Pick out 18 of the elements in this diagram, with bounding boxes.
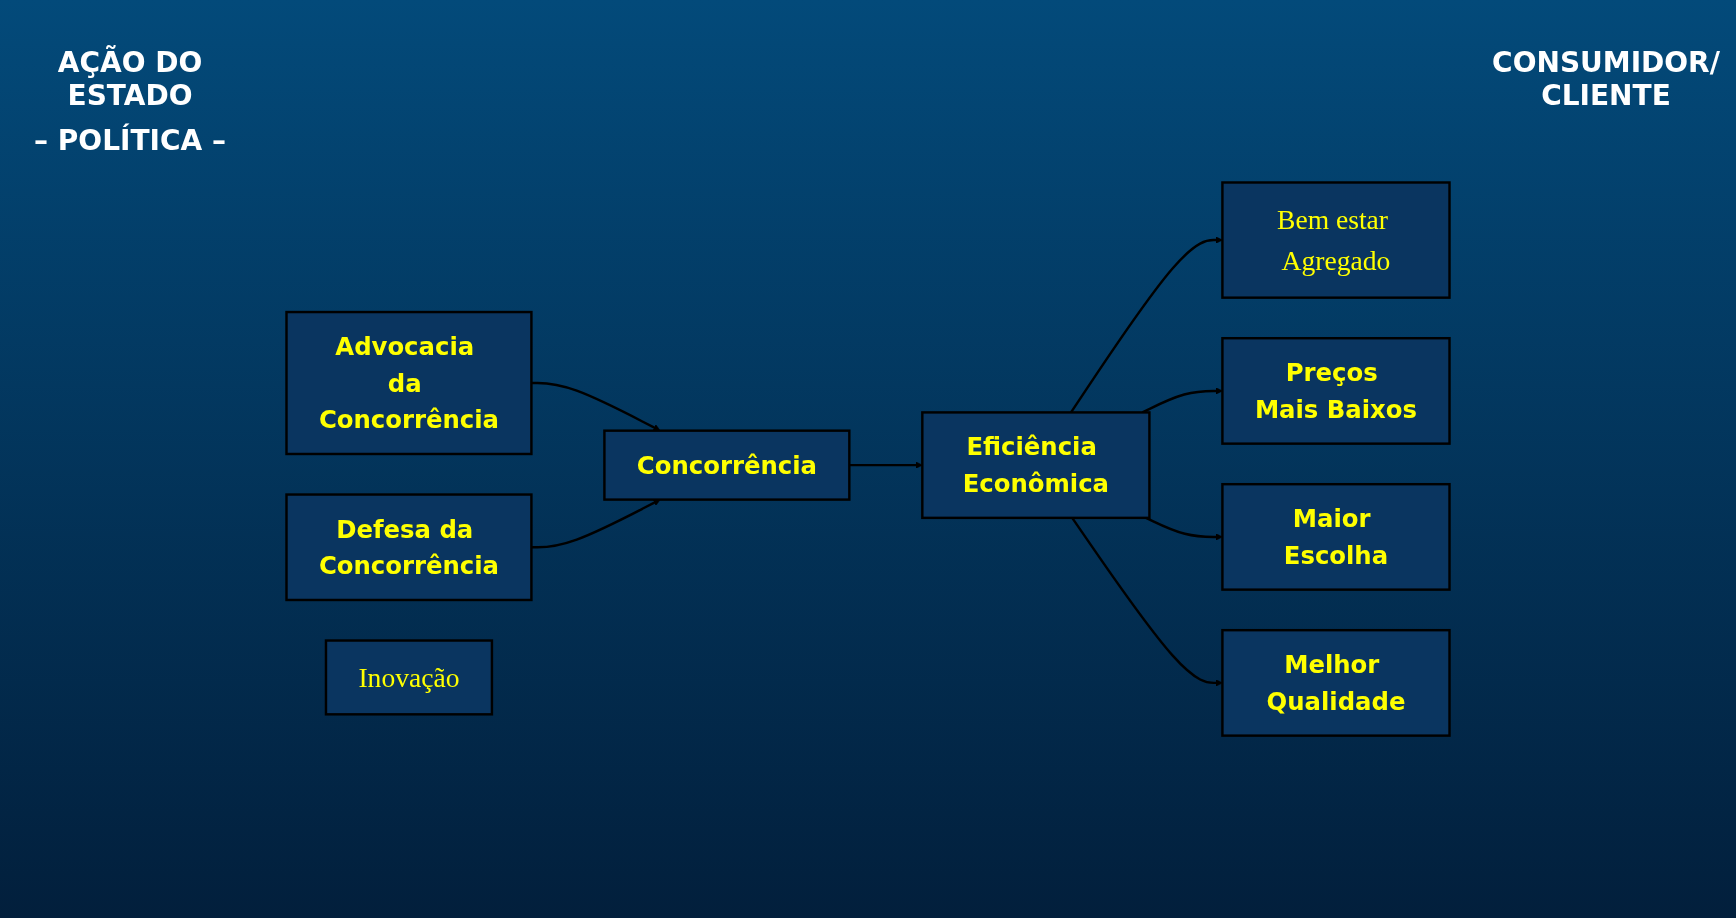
node-box: Preços Mais Baixos	[1221, 336, 1451, 445]
arrow	[1071, 517, 1223, 687]
node-box: Defesa da Concorrência	[285, 493, 533, 602]
heading-text: CONSUMIDOR/ CLIENTE	[1491, 46, 1721, 112]
node-box: Eficiência Econômica	[921, 411, 1151, 519]
node-box: Bem estar Agregado	[1221, 181, 1451, 299]
node-box: Melhor Qualidade	[1221, 628, 1451, 737]
node-box: Maior Escolha	[1221, 482, 1451, 591]
arrow	[531, 381, 661, 431]
arrow	[849, 461, 923, 469]
node-box: Concorrência	[603, 429, 851, 501]
node-box: Inovação	[324, 639, 494, 716]
heading-text: AÇÃO DO ESTADO	[56, 46, 204, 112]
arrow	[1070, 236, 1223, 414]
node-box: Advocacia da Concorrência	[285, 310, 533, 456]
arrow	[531, 499, 661, 549]
heading-text: – POLÍTICA –	[34, 124, 226, 157]
arrow	[1145, 516, 1223, 541]
